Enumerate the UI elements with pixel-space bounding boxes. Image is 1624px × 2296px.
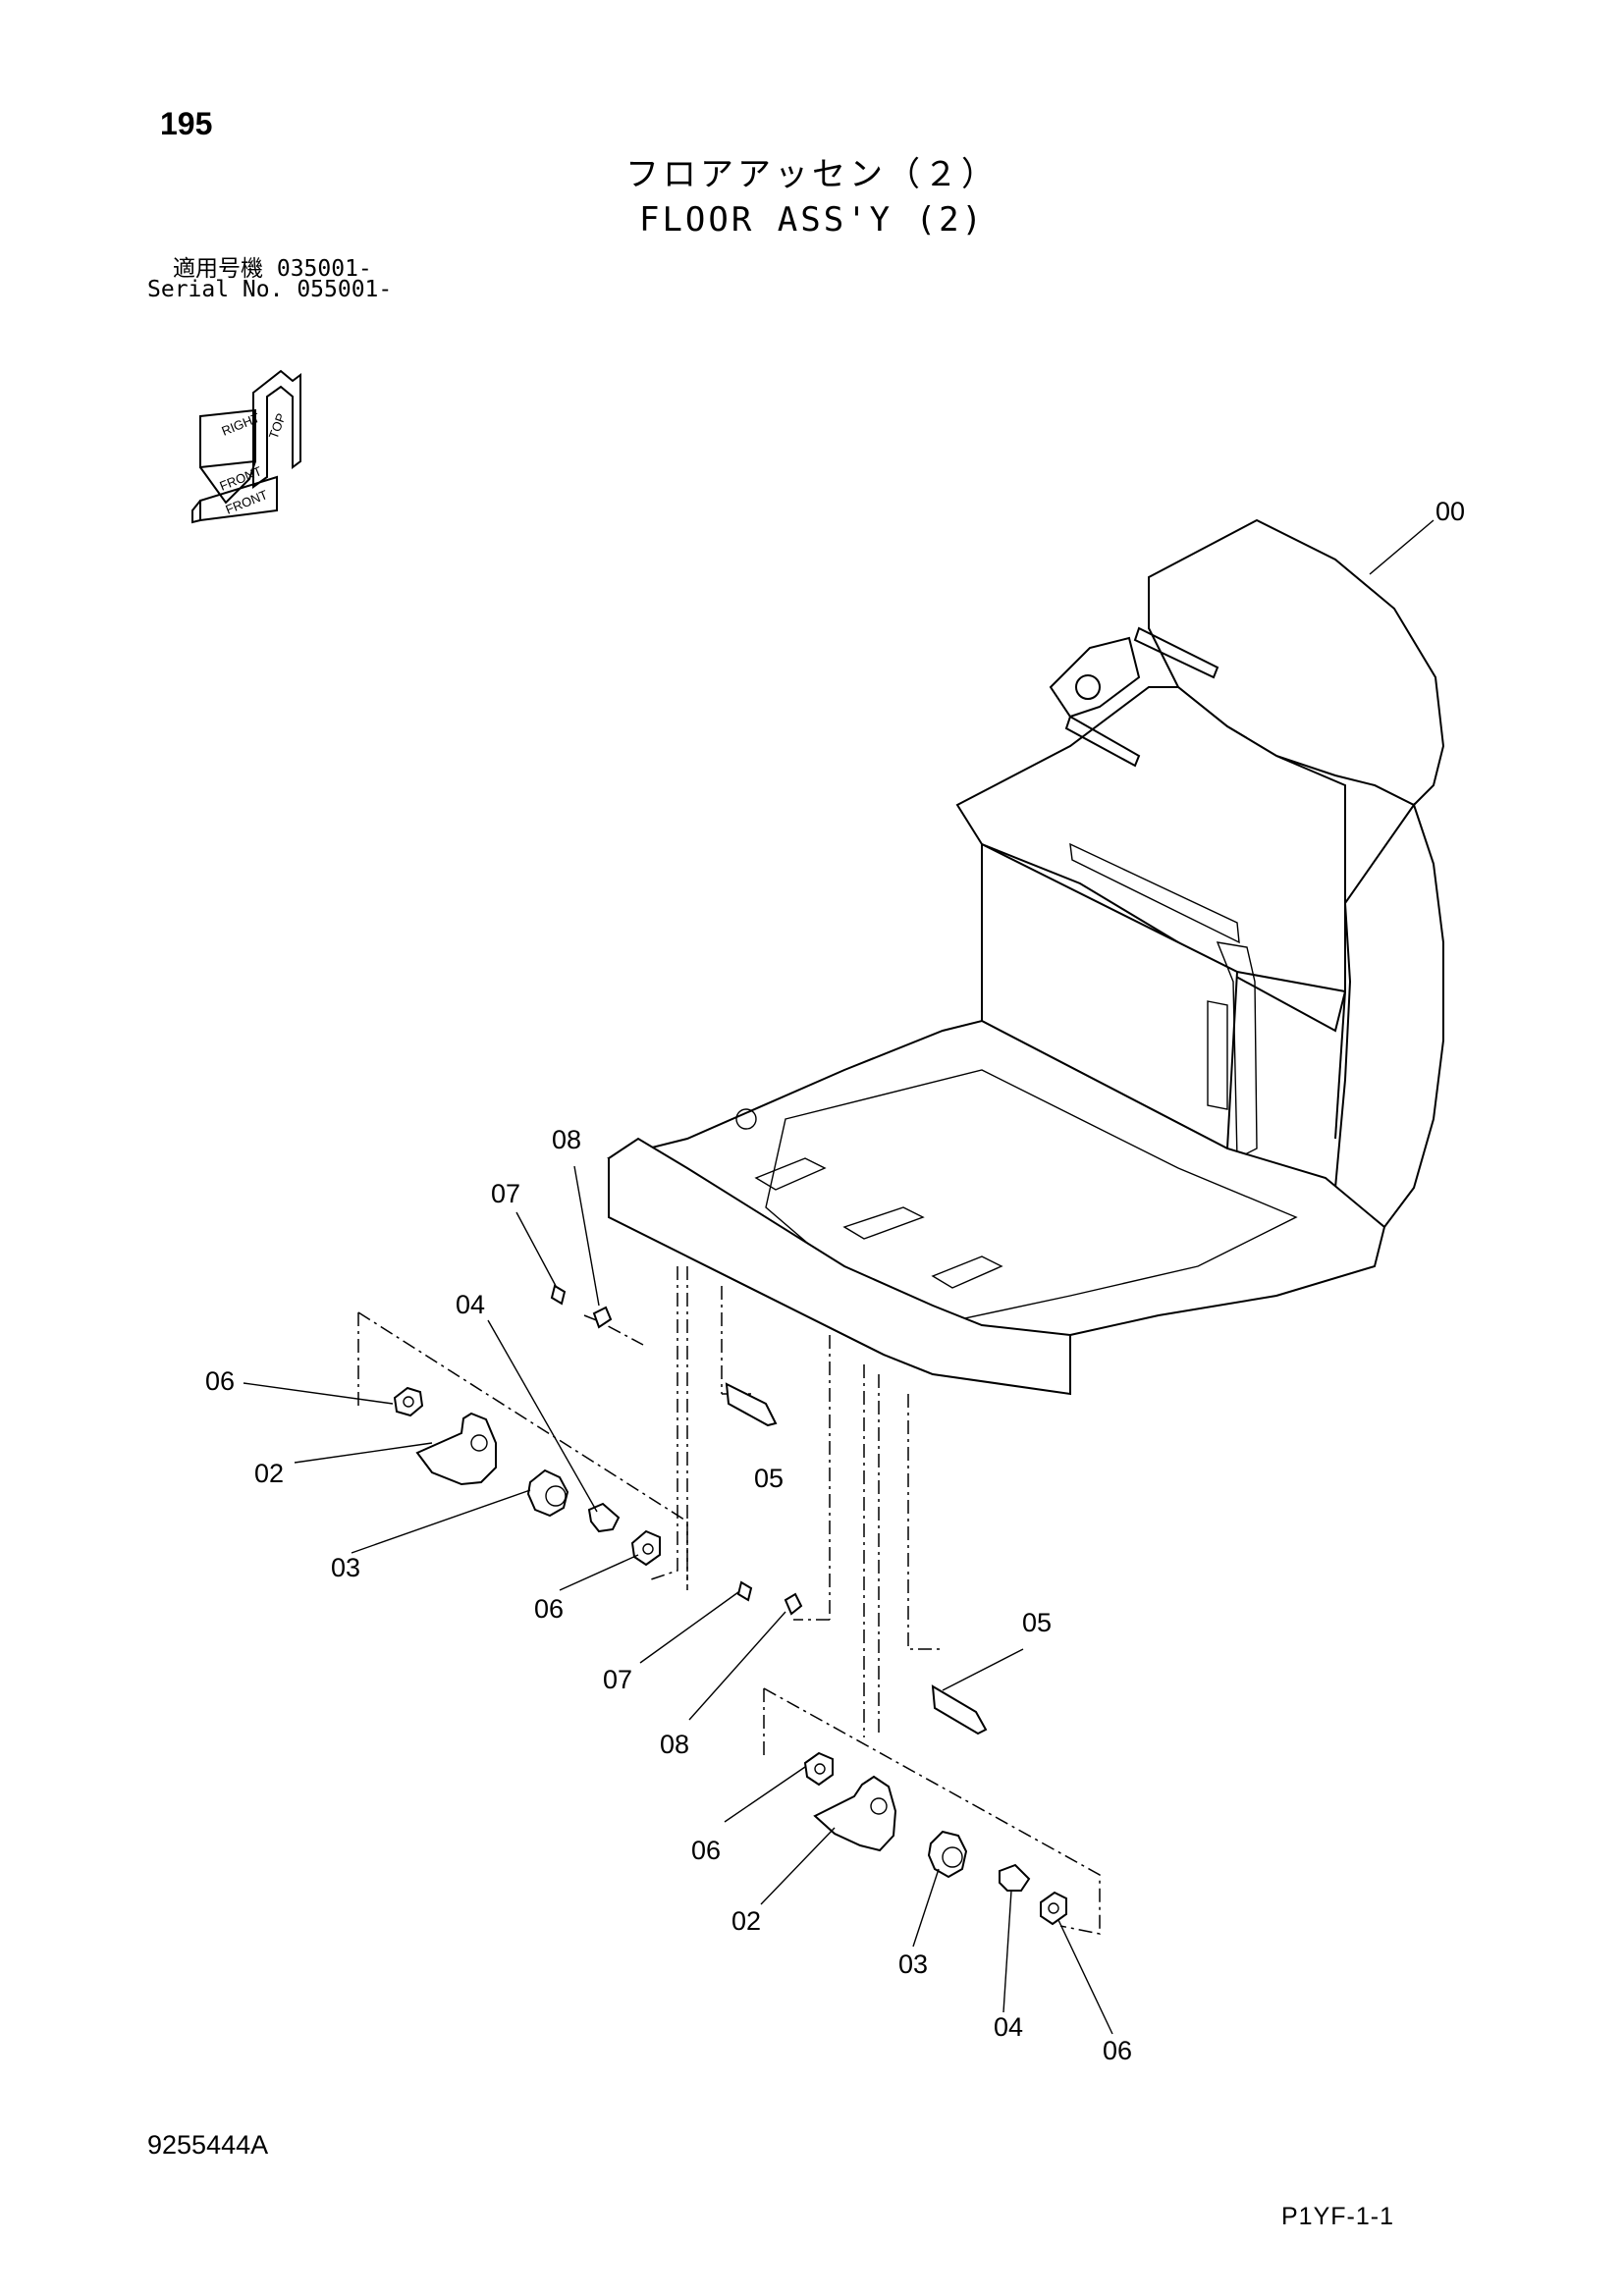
callout-08-upper: 08 bbox=[552, 1125, 581, 1154]
serial-applicability-en: Serial No. 055001- bbox=[147, 277, 393, 302]
part-07-pin-a bbox=[550, 1284, 567, 1306]
part-03-rubber-a bbox=[526, 1468, 569, 1518]
part-06-washer-c bbox=[803, 1751, 834, 1787]
page-number: 195 bbox=[160, 106, 213, 141]
page-code: P1YF-1-1 bbox=[1281, 2203, 1394, 2230]
part-06-washer-b bbox=[630, 1529, 661, 1567]
callout-07-upper: 07 bbox=[491, 1179, 520, 1208]
part-02-bracket-b bbox=[813, 1775, 897, 1852]
callout-06-lower-left: 06 bbox=[691, 1836, 721, 1865]
page-title-japanese: フロアアッセン（２） bbox=[625, 155, 999, 194]
callout-06-upper-left: 06 bbox=[205, 1366, 235, 1396]
callout-02-lower: 02 bbox=[731, 1906, 761, 1936]
callout-07-lower: 07 bbox=[603, 1665, 632, 1694]
callout-05-lower: 05 bbox=[1022, 1608, 1052, 1637]
callout-03-lower: 03 bbox=[898, 1949, 928, 1979]
document-code: 9255444A bbox=[147, 2130, 269, 2160]
callout-04-lower: 04 bbox=[994, 2012, 1023, 2042]
part-07-pin-b bbox=[736, 1580, 753, 1602]
part-03-rubber-b bbox=[927, 1830, 968, 1879]
page-title-english: FLOOR ASS'Y (2) bbox=[638, 200, 986, 240]
callout-02-upper: 02 bbox=[254, 1459, 284, 1488]
callout-04-upper: 04 bbox=[456, 1290, 485, 1319]
orientation-top-label: TOP bbox=[266, 411, 289, 441]
mount-set-lower bbox=[736, 1580, 1067, 1926]
orientation-icon: RIGHT TOP FRONT FRONT bbox=[191, 369, 301, 524]
part-04-collar-a bbox=[587, 1502, 621, 1533]
callout-06-lower-right: 06 bbox=[1103, 2036, 1132, 2065]
part-02-bracket-a bbox=[415, 1412, 497, 1486]
mount-set-upper bbox=[393, 1284, 778, 1567]
callout-08-lower: 08 bbox=[660, 1730, 689, 1759]
callout-05-upper: 05 bbox=[754, 1464, 784, 1493]
callout-00: 00 bbox=[1435, 497, 1465, 526]
floor-assembly-part-00 bbox=[607, 518, 1445, 1396]
part-06-washer-d bbox=[1040, 1891, 1067, 1926]
leader-lines bbox=[243, 519, 1435, 2035]
part-05-bolt-b bbox=[931, 1684, 988, 1735]
part-08-clip-a bbox=[592, 1306, 613, 1329]
part-05-bolt-a bbox=[725, 1382, 778, 1427]
callout-03-upper: 03 bbox=[331, 1553, 360, 1582]
part-callouts: 00 08 07 04 06 02 05 03 06 07 05 08 06 0… bbox=[205, 497, 1465, 2065]
part-04-collar-b bbox=[999, 1863, 1031, 1892]
serial-applicability-jp: 適用号機 035001- bbox=[173, 256, 372, 282]
assembly-centerlines bbox=[357, 1266, 1101, 1935]
part-06-washer-a bbox=[393, 1386, 424, 1417]
callout-06-upper-right: 06 bbox=[534, 1594, 564, 1624]
part-08-clip-b bbox=[784, 1592, 803, 1616]
